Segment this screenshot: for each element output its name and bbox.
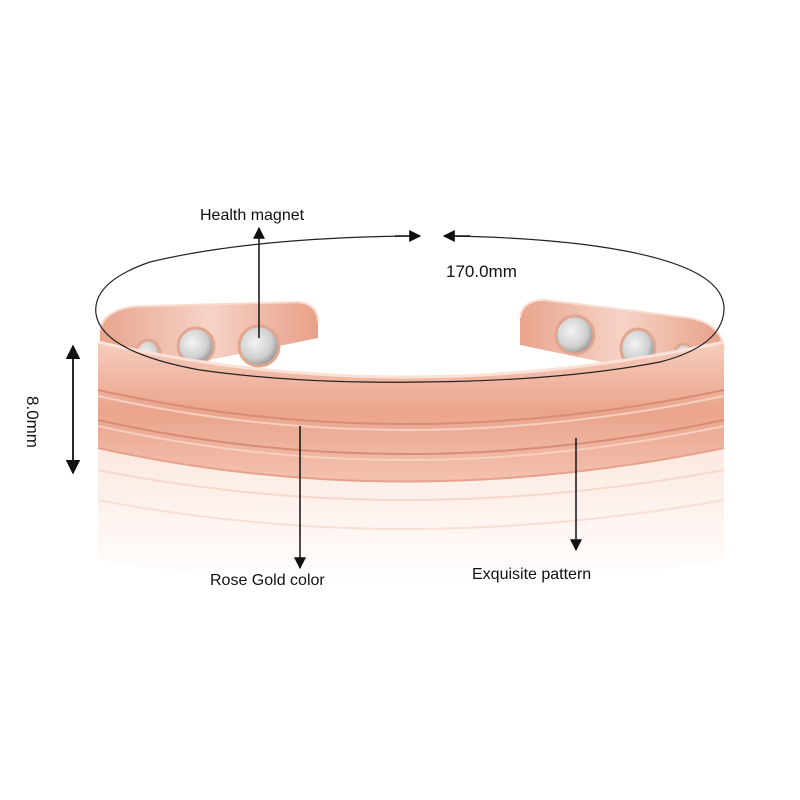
diameter-ellipse bbox=[95, 235, 725, 383]
pattern-label: Exquisite pattern bbox=[472, 566, 592, 583]
rose-gold-label: Rose Gold color bbox=[210, 572, 325, 589]
band-reflection bbox=[97, 440, 725, 585]
diameter-label: 170.0mm bbox=[446, 262, 517, 281]
health-magnet-label: Health magnet bbox=[200, 207, 305, 224]
magnet-right-1 bbox=[554, 314, 596, 356]
band-front bbox=[97, 340, 725, 483]
width-label: 8.0mm bbox=[22, 396, 42, 448]
